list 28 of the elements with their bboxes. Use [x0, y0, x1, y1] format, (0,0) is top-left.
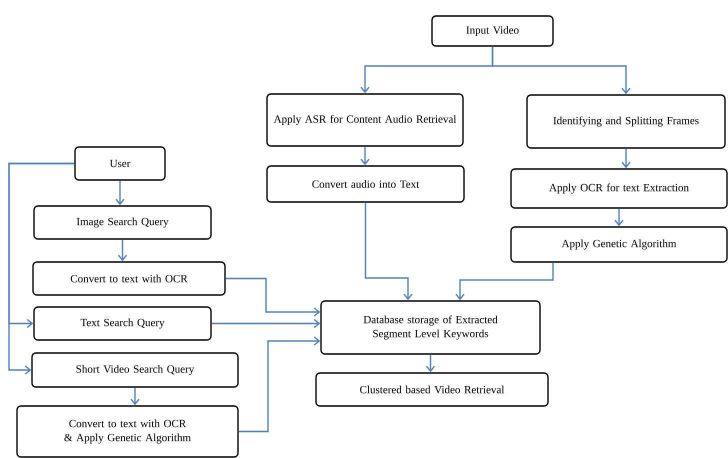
process-box: User: [74, 146, 166, 181]
process-box: Clustered based Video Retrieval: [315, 372, 549, 407]
process-box: Input Video: [431, 15, 554, 47]
arrow: [360, 146, 370, 166]
arrow: [118, 240, 128, 262]
arrow: [115, 180, 125, 206]
arrow: [492, 46, 631, 94]
process-box: Text Search Query: [33, 306, 212, 341]
arrow: [426, 354, 436, 372]
process-box: Apply Genetic Algorithm: [510, 226, 728, 263]
process-box: Identifying and Splitting Frames: [526, 94, 726, 149]
process-box: Apply OCR for text Extraction: [510, 168, 728, 209]
arrow: [364, 202, 413, 300]
process-box: Image Search Query: [33, 205, 212, 240]
arrow: [621, 148, 631, 168]
arrow: [455, 262, 554, 300]
arrow: [238, 336, 320, 432]
arrow: [8, 162, 74, 375]
process-box: Database storage of Extracted Segment Level Keywords: [320, 300, 541, 355]
process-box: Convert to text with OCR: [32, 261, 226, 296]
process-box: Convert audio into Text: [266, 165, 465, 203]
process-box: Short Video Search Query: [31, 352, 239, 388]
process-box: Convert to text with OCR & Apply Genetic Algorithm: [16, 405, 239, 458]
process-box: Apply ASR for Content Audio Retrieval: [266, 93, 464, 147]
arrow: [130, 388, 140, 406]
arrow: [226, 278, 320, 317]
arrow: [614, 208, 624, 226]
arrow: [212, 318, 320, 328]
